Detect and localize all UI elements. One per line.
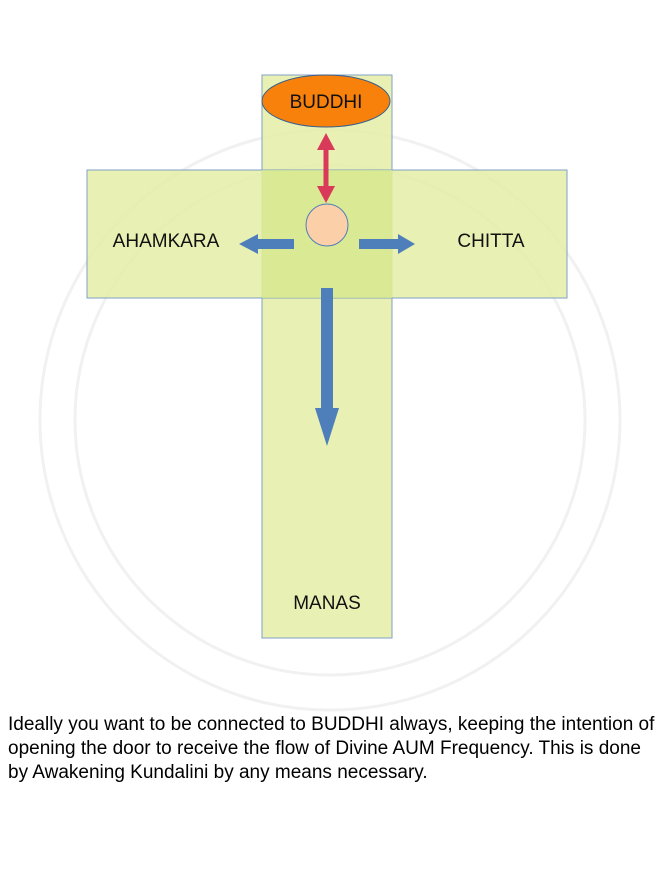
chitta-label: CHITTA (457, 231, 525, 252)
caption-paragraph: Ideally you want to be connected to BUDD… (8, 714, 655, 783)
ahamkara-label: AHAMKARA (113, 231, 220, 252)
buddhi-label: BUDDHI (290, 92, 363, 113)
manas-label: MANAS (293, 593, 361, 614)
buddhi-core-double-arrow (317, 133, 335, 203)
right-arrow (359, 234, 415, 254)
down-arrow (315, 288, 339, 446)
left-arrow (239, 234, 294, 254)
buddhi-node (261, 74, 391, 128)
core-circle (305, 203, 349, 247)
